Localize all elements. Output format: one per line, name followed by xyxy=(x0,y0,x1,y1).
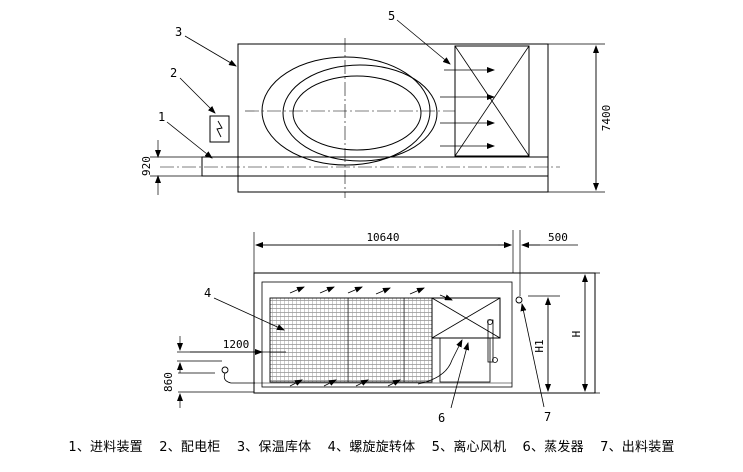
callout-4: 4 xyxy=(204,286,211,300)
lightning-icon xyxy=(216,120,223,138)
top-leaders xyxy=(166,19,451,159)
outlet-post xyxy=(487,319,494,363)
spiral-inner-ellipse xyxy=(292,75,422,151)
electric-cabinet xyxy=(209,115,230,143)
callout-1: 1 xyxy=(158,110,165,124)
inlet-pulley xyxy=(221,366,229,374)
callout-3: 3 xyxy=(175,25,182,39)
return-duct xyxy=(439,337,491,383)
legend-item-1: 1、进料装置 xyxy=(68,440,143,455)
bottom-leaders xyxy=(213,297,545,409)
dim-1200: 1200 xyxy=(223,338,250,351)
legend-item-6: 6、蒸发器 xyxy=(522,440,584,455)
bottom-dimensions xyxy=(177,230,600,408)
callout-5: 5 xyxy=(388,9,395,23)
legend-item-7: 7、出料装置 xyxy=(600,440,675,455)
evaporator-top xyxy=(454,45,530,157)
callout-6: 6 xyxy=(438,411,445,425)
legend-item-4: 4、螺旋旋转体 xyxy=(327,440,416,455)
inner-frame xyxy=(261,281,513,388)
dim-500: 500 xyxy=(548,231,568,244)
legend-item-5: 5、离心风机 xyxy=(431,440,507,455)
spiral-belt-stack xyxy=(269,297,433,383)
legend-item-3: 3、保温库体 xyxy=(236,440,312,455)
evaporator-cross-b xyxy=(454,45,530,157)
dim-860: 860 xyxy=(162,372,175,392)
dim-10640: 10640 xyxy=(366,231,399,244)
dim-7400: 7400 xyxy=(600,105,613,132)
insulated-room-side xyxy=(253,272,596,394)
dim-h1: H1 xyxy=(533,339,546,352)
outlet-pulley xyxy=(515,296,523,304)
top-view xyxy=(160,38,560,198)
top-dimensions xyxy=(150,43,605,195)
dim-h: H xyxy=(570,331,583,338)
airflow-arrows xyxy=(289,286,463,387)
bottom-view xyxy=(221,272,596,394)
spiral-mid-ellipse xyxy=(282,64,438,162)
insulated-room-top xyxy=(237,43,549,193)
conveyor-top xyxy=(201,156,549,177)
callout-7: 7 xyxy=(544,410,551,424)
dim-920: 920 xyxy=(140,156,153,176)
legend-item-2: 2、配电柜 xyxy=(159,440,221,455)
legend: 1、进料装置 2、配电柜 3、保温库体 4、螺旋旋转体 5、离心风机 6、蒸发器… xyxy=(0,436,743,455)
spiral-outer-ellipse xyxy=(261,56,431,166)
callout-2: 2 xyxy=(170,66,177,80)
